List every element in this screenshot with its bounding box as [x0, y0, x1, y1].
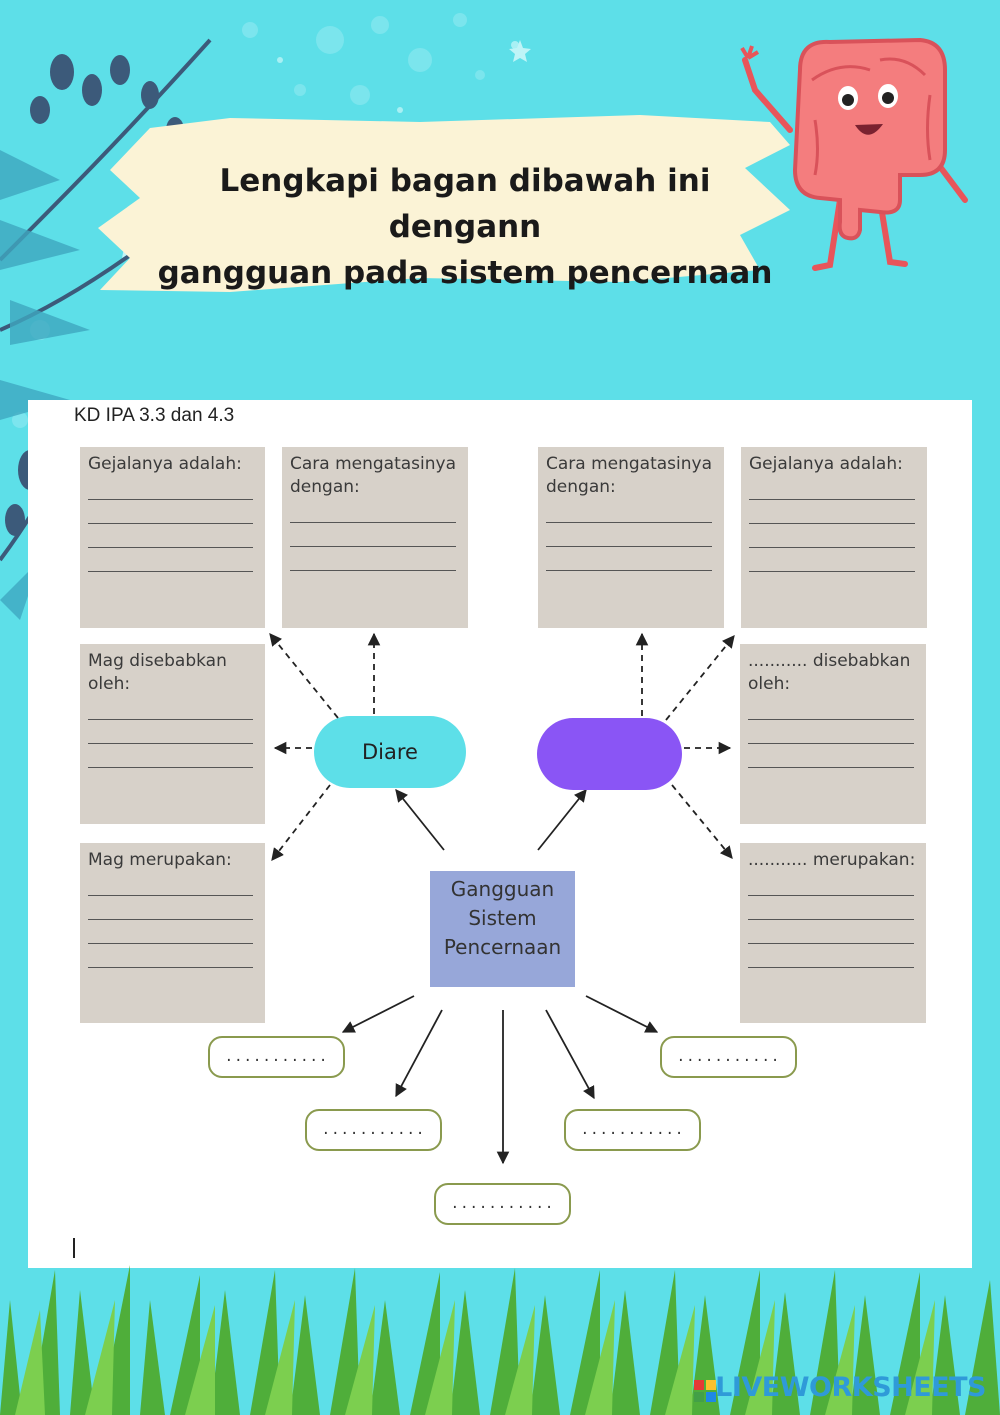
blank-dots: ........... [450, 1196, 555, 1212]
left-disebabkan-box: Mag disebabkan oleh: [80, 644, 265, 824]
blank-dots: ........... [224, 1049, 329, 1065]
answer-line[interactable] [749, 500, 915, 524]
answer-box-3[interactable]: ........... [434, 1183, 571, 1225]
right-gejala-box: Gejalanya adalah: [741, 447, 927, 628]
answer-line[interactable] [88, 548, 253, 572]
answer-line[interactable] [290, 547, 456, 571]
text-cursor [73, 1238, 75, 1258]
answer-line[interactable] [290, 523, 456, 547]
center-line-1: Gangguan [450, 877, 555, 901]
answer-line[interactable] [88, 696, 253, 720]
left-gejala-label: Gejalanya adalah: [88, 454, 242, 474]
answer-line[interactable] [88, 896, 253, 920]
diare-oval[interactable]: Diare [314, 716, 466, 788]
answer-line[interactable] [748, 696, 914, 720]
answer-line[interactable] [748, 896, 914, 920]
answer-line[interactable] [88, 524, 253, 548]
right-cara-label-1: Cara mengatasinya [546, 454, 713, 474]
liveworksheets-watermark: LIVEWORKSHEETS [715, 1372, 986, 1403]
diare-label: Diare [362, 740, 418, 764]
answer-line[interactable] [88, 720, 253, 744]
blank-dots: ........... [321, 1122, 426, 1138]
left-gejala-box: Gejalanya adalah: [80, 447, 265, 628]
right-gejala-label: Gejalanya adalah: [749, 454, 903, 474]
left-disebabkan-label-2: oleh: [88, 674, 131, 694]
answer-box-5[interactable]: ........... [660, 1036, 797, 1078]
title-line-2: gangguan pada sistem pencernaan [157, 255, 773, 291]
answer-line[interactable] [290, 499, 456, 523]
answer-line[interactable] [88, 744, 253, 768]
page-title: Lengkapi bagan dibawah ini dengann gangg… [140, 158, 790, 296]
intestine-character-icon [740, 37, 968, 271]
right-disebabkan-label-2: oleh: [748, 674, 791, 694]
left-cara-label-1: Cara mengatasinya [290, 454, 457, 474]
right-cara-box: Cara mengatasinya dengan: [538, 447, 724, 628]
answer-box-1[interactable]: ........... [208, 1036, 345, 1078]
answer-line[interactable] [88, 872, 253, 896]
blank-dots: ........... [580, 1122, 685, 1138]
answer-line[interactable] [748, 872, 914, 896]
kd-label: KD IPA 3.3 dan 4.3 [74, 405, 235, 426]
answer-line[interactable] [88, 944, 253, 968]
answer-line[interactable] [749, 476, 915, 500]
answer-line[interactable] [546, 499, 712, 523]
left-cara-label-2: dengan: [290, 477, 360, 497]
answer-line[interactable] [546, 547, 712, 571]
answer-box-2[interactable]: ........... [305, 1109, 442, 1151]
title-banner [98, 115, 790, 292]
center-line-2: Sistem [468, 906, 537, 930]
answer-line[interactable] [749, 548, 915, 572]
right-merupakan-box: ........... merupakan: [740, 843, 926, 1023]
blank-dots: ........... [676, 1049, 781, 1065]
center-line-3: Pencernaan [443, 935, 562, 959]
answer-line[interactable] [88, 920, 253, 944]
answer-line[interactable] [748, 744, 914, 768]
answer-line[interactable] [546, 523, 712, 547]
center-box: Gangguan Sistem Pencernaan [430, 871, 575, 987]
right-merupakan-label: ........... merupakan: [748, 850, 916, 870]
left-merupakan-box: Mag merupakan: [80, 843, 265, 1023]
right-disebabkan-label-1: ........... disebabkan [748, 651, 911, 671]
answer-line[interactable] [748, 944, 914, 968]
answer-line[interactable] [749, 524, 915, 548]
right-disebabkan-box: ........... disebabkan oleh: [740, 644, 926, 824]
left-cara-box: Cara mengatasinya dengan: [282, 447, 468, 628]
answer-line[interactable] [88, 500, 253, 524]
left-disebabkan-label-1: Mag disebabkan [88, 651, 227, 671]
liveworksheets-logo-icon [694, 1380, 716, 1402]
answer-line[interactable] [748, 720, 914, 744]
right-cara-label-2: dengan: [546, 477, 616, 497]
left-merupakan-label: Mag merupakan: [88, 850, 232, 870]
answer-box-4[interactable]: ........... [564, 1109, 701, 1151]
answer-oval[interactable] [537, 718, 682, 790]
title-line-1: Lengkapi bagan dibawah ini dengann [219, 163, 711, 245]
answer-line[interactable] [88, 476, 253, 500]
answer-line[interactable] [748, 920, 914, 944]
